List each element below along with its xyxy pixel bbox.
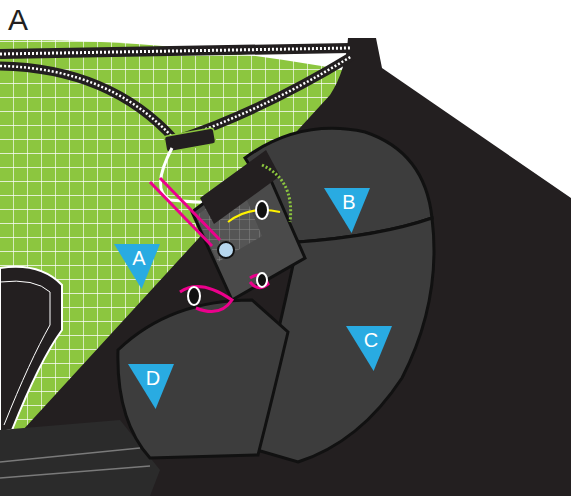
harness-body (0, 38, 571, 496)
riser (0, 56, 352, 140)
callout-triangle: C (346, 326, 392, 371)
riser-stitch (0, 56, 352, 140)
buckle-band (200, 150, 280, 224)
leg-strap-line (0, 281, 50, 425)
yellow-cord (228, 210, 280, 222)
callout-letter: C (346, 326, 392, 351)
pad-d (118, 300, 288, 458)
pink-cord (150, 178, 220, 246)
triangle-fill (128, 364, 174, 409)
pin (218, 242, 234, 258)
pink-loop (180, 275, 268, 311)
strap-stripe (0, 448, 150, 478)
leg-strap (0, 267, 62, 432)
callout-triangle: A (114, 244, 160, 289)
riser-stitch (0, 48, 350, 54)
triangle-fill (346, 326, 392, 371)
callout-letter: A (114, 244, 160, 269)
figure-letter: A (8, 4, 28, 36)
triangle-fill (324, 188, 370, 233)
callout-letter: D (128, 364, 174, 389)
eyelets (188, 201, 268, 305)
triangle-fill (114, 244, 160, 289)
callout-triangle: B (324, 188, 370, 233)
riser (0, 48, 350, 54)
callout-letter: B (324, 188, 370, 213)
callout-triangle: D (128, 364, 174, 409)
